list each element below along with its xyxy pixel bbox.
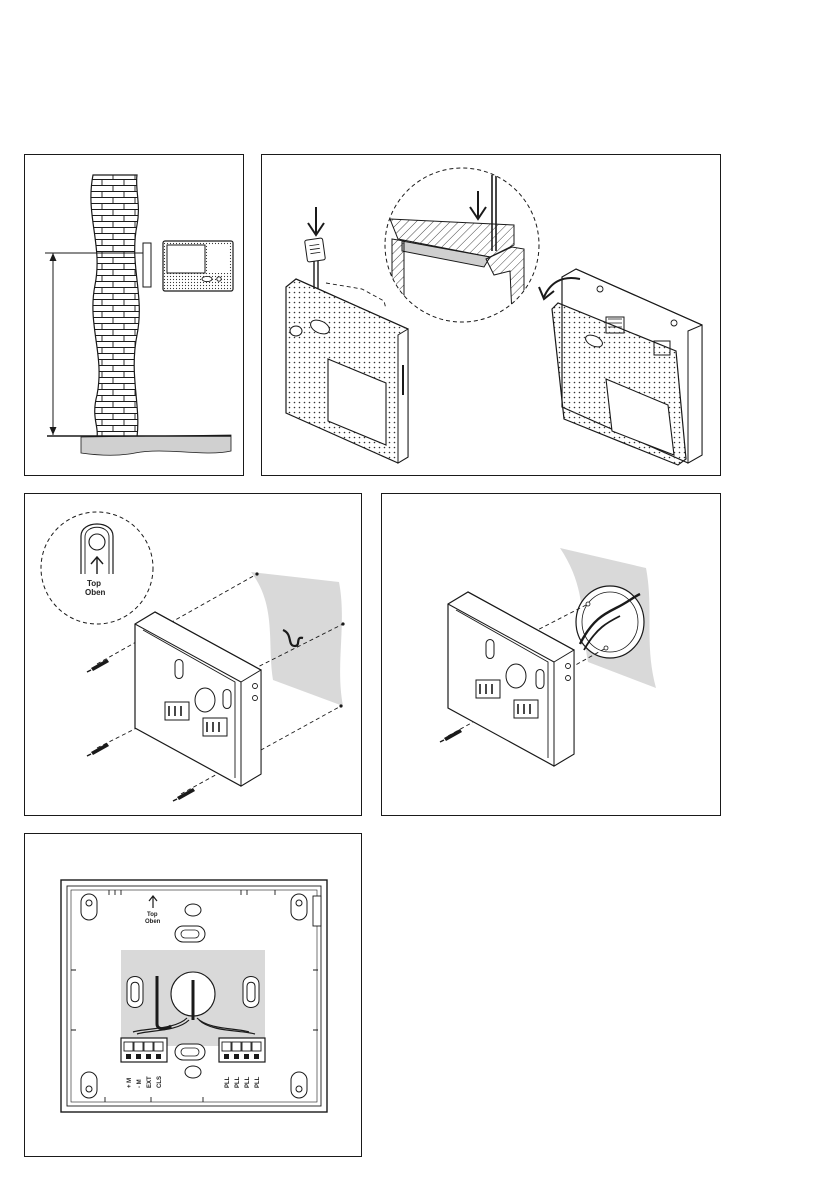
down-arrow-icon — [308, 207, 324, 235]
screw-icon — [440, 729, 462, 742]
brick-wall — [91, 175, 139, 437]
top-label: Top — [147, 912, 158, 918]
wiring-front-view-panel: Top Oben — [24, 833, 362, 1157]
wiring-front-view-illustration: Top Oben — [25, 834, 362, 1157]
wall-height-panel — [24, 154, 244, 476]
oben-label: Oben — [85, 588, 106, 597]
monitor-removal-panel — [261, 154, 721, 476]
monitor-removal-illustration — [262, 155, 721, 476]
wall-height-illustration — [25, 155, 244, 476]
terminal-label: PLL — [255, 1076, 261, 1088]
screw-icon — [173, 788, 195, 801]
floor — [81, 435, 231, 455]
screw-icon — [87, 659, 109, 672]
terminal-label: PLL — [225, 1076, 231, 1088]
screwdriver — [305, 238, 326, 262]
oben-label: Oben — [145, 919, 161, 925]
terminal-label: CLS — [157, 1076, 163, 1088]
flush-box-mount-panel — [381, 493, 721, 816]
terminal-label: + M — [127, 1078, 133, 1088]
screw-icon — [87, 743, 109, 756]
wall-patch — [251, 572, 343, 706]
wall-plate-screw-illustration: Top Oben — [25, 494, 362, 816]
terminal-label: EXT — [147, 1076, 153, 1088]
terminal-label: - M — [137, 1079, 143, 1088]
terminal-label: PLL — [235, 1076, 241, 1088]
flush-box-mount-illustration — [382, 494, 721, 816]
wall-plate-screw-panel: Top Oben — [24, 493, 362, 816]
terminal-label: PLL — [245, 1076, 251, 1088]
mounting-plate-side — [143, 243, 151, 287]
top-label: Top — [87, 579, 101, 588]
